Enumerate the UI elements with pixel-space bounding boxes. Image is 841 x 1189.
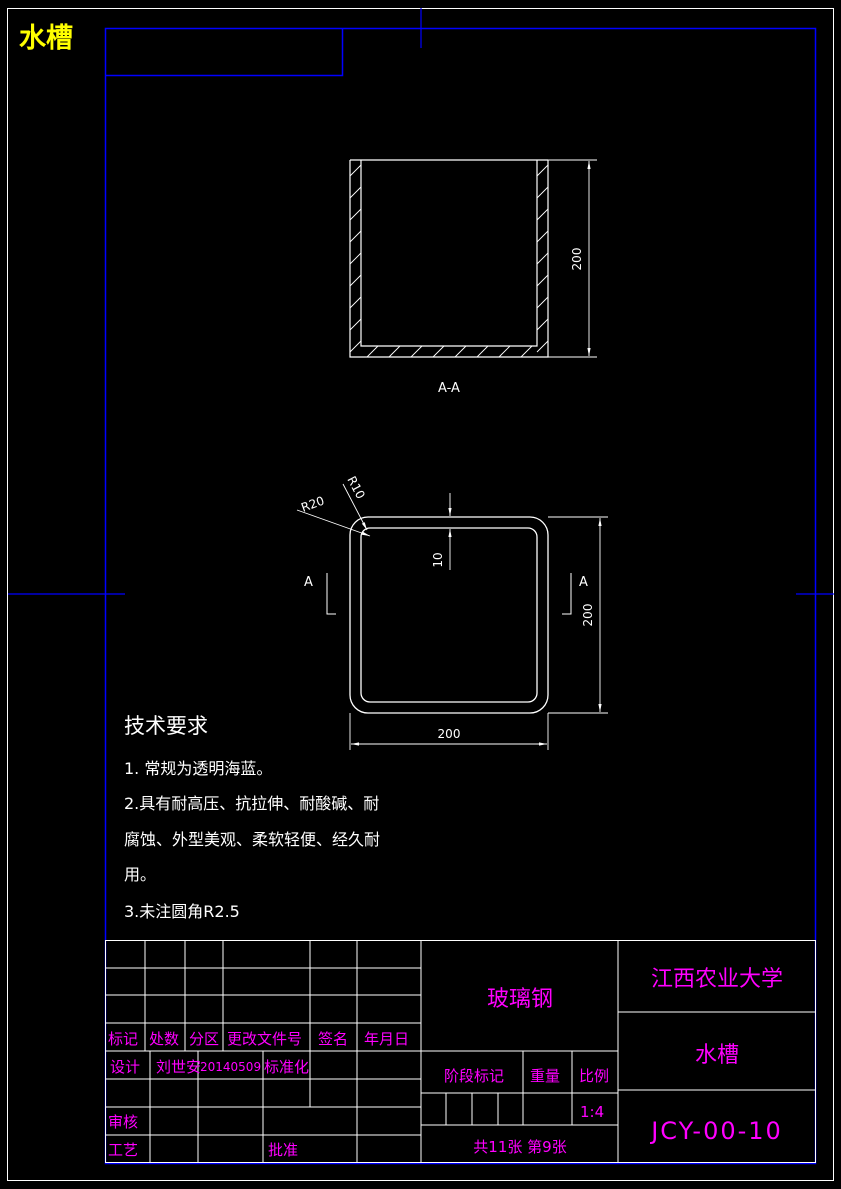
cut-marker-left — [326, 573, 336, 615]
designer-name: 刘世安 — [156, 1058, 201, 1076]
header-mark: 标记 — [108, 1030, 138, 1048]
sheets-count: 共11张 第9张 — [473, 1138, 566, 1156]
approve-label: 批准 — [268, 1141, 298, 1159]
section-height-dim: 200 — [570, 248, 584, 271]
section-view — [349, 159, 597, 358]
drawing-number: JCY-00-10 — [649, 1117, 783, 1145]
radius-r20: R20 — [299, 494, 326, 515]
tech-heading: 技术要求 — [124, 714, 208, 738]
tech-line-3: 腐蚀、外型美观、柔软轻便、经久耐 — [124, 830, 380, 849]
tech-line-2: 2.具有耐高压、抗拉伸、耐酸碱、耐 — [124, 794, 379, 813]
header-doc: 更改文件号 — [227, 1030, 302, 1048]
tech-line-5: 3.未注圆角R2.5 — [124, 902, 240, 921]
title-block-text: 标记 处数 分区 更改文件号 签名 年月日 设计 刘世安 20140509 标准… — [108, 967, 783, 1159]
tech-line-4: 用。 — [124, 865, 156, 884]
standardize-label: 标准化 — [264, 1058, 309, 1076]
review-label: 审核 — [108, 1113, 138, 1131]
section-label: A-A — [438, 381, 460, 396]
material: 玻璃钢 — [487, 987, 553, 1012]
cut-label-right: A — [579, 575, 588, 590]
section-outer-outline — [349, 160, 549, 358]
r10-leader — [342, 483, 368, 531]
section-hatching — [349, 164, 549, 358]
header-sign: 签名 — [318, 1030, 348, 1048]
header-date: 年月日 — [364, 1030, 409, 1048]
design-date: 20140509 — [200, 1060, 261, 1074]
weight-label: 重量 — [530, 1067, 560, 1085]
plan-inner-outline — [360, 527, 538, 703]
section-inner-outline — [360, 160, 538, 347]
plan-height-dim: 200 — [581, 604, 595, 627]
plan-width-dim: 200 — [438, 727, 461, 741]
cut-marker-right — [562, 573, 572, 615]
header-count: 处数 — [149, 1030, 179, 1048]
r20-leader — [296, 509, 371, 537]
inner-frame — [104, 27, 817, 1165]
tech-requirements: 技术要求 1. 常规为透明海蓝。 2.具有耐高压、抗拉伸、耐酸碱、耐 腐蚀、外型… — [124, 714, 380, 921]
stage-label: 阶段标记 — [444, 1067, 504, 1085]
school-name: 江西农业大学 — [651, 967, 783, 992]
tech-line-1: 1. 常规为透明海蓝。 — [124, 759, 272, 778]
drawing-title: 水槽 — [19, 23, 73, 54]
radius-r10: R10 — [344, 474, 367, 501]
cut-label-left: A — [304, 575, 313, 590]
part-name: 水槽 — [695, 1043, 739, 1068]
title-block — [105, 940, 816, 1163]
process-label: 工艺 — [108, 1141, 138, 1159]
title-label-box — [105, 28, 344, 77]
design-label: 设计 — [110, 1058, 140, 1076]
plan-outer-outline — [349, 516, 549, 714]
wall-dim: 10 — [431, 552, 445, 567]
plan-view — [296, 483, 608, 750]
scale-value: 1:4 — [580, 1103, 604, 1121]
scale-label: 比例 — [579, 1067, 609, 1085]
header-zone: 分区 — [189, 1030, 219, 1048]
